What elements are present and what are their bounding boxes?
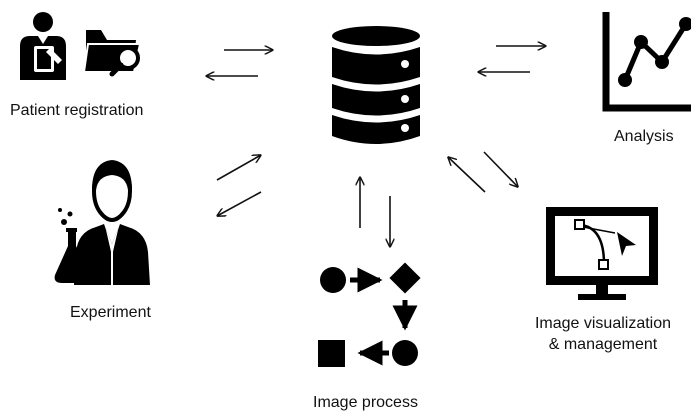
arrows-database-image-visualization [448, 151, 518, 193]
experiment-label: Experiment [70, 304, 151, 321]
image-visualization-label: Image visualization & management [516, 313, 690, 355]
arrows-database-image-process [360, 177, 390, 247]
flowchart-process-icon [318, 262, 421, 367]
image-visualization-label-line2: & management [548, 336, 658, 353]
scientist-with-flask-icon [54, 160, 150, 285]
folder-search-icon [82, 30, 142, 77]
line-chart-icon [602, 12, 691, 112]
patient-registration-label: Patient registration [10, 102, 144, 119]
arrows-registration-database [206, 50, 273, 76]
image-process-label: Image process [313, 394, 418, 411]
monitor-bezier-curve-icon [546, 207, 658, 300]
doctor-with-clipboard-icon [20, 12, 66, 80]
arrows-database-analysis [478, 46, 546, 72]
analysis-label: Analysis [614, 128, 674, 145]
image-visualization-label-line1: Image visualization [534, 315, 672, 332]
arrows-experiment-database [217, 155, 261, 216]
database-icon [332, 26, 420, 144]
